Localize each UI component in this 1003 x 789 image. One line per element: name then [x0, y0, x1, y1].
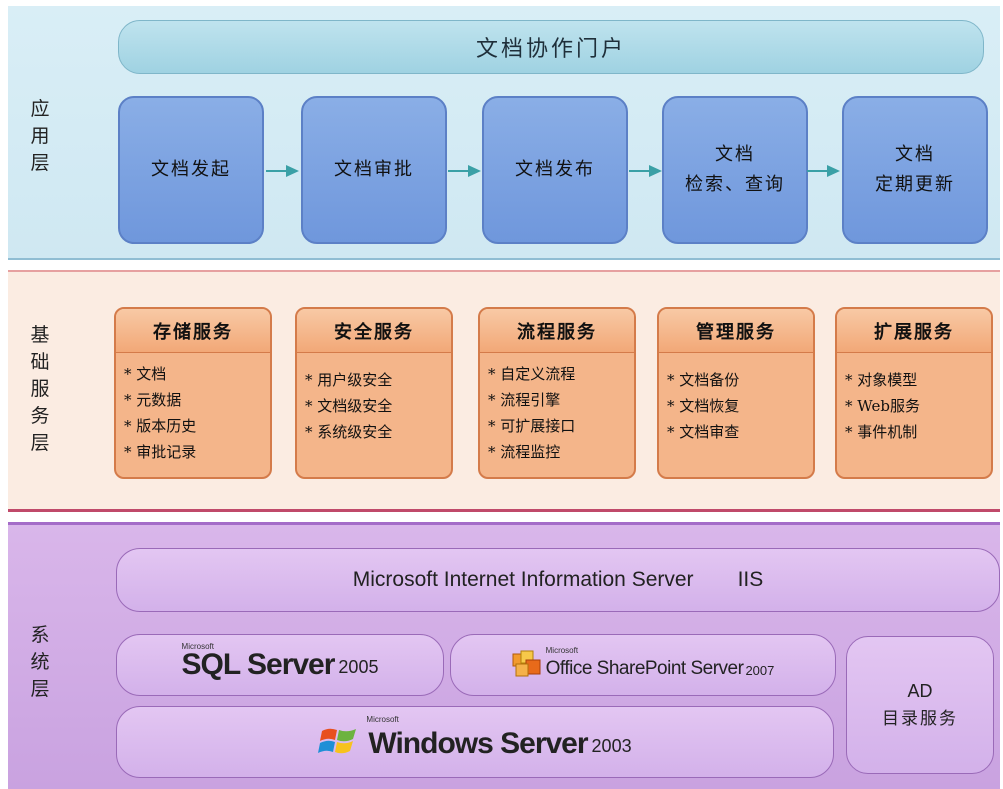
windows-server: Microsoft Windows Server 2003	[116, 706, 834, 778]
ad-directory-service: AD 目录服务	[846, 636, 994, 774]
sql-microsoft-tag: Microsoft	[181, 642, 214, 651]
step-update: 文档 定期更新	[842, 96, 988, 244]
management-service: 管理服务 文档备份 文档恢复 文档审查	[657, 307, 815, 479]
list-item: 用户级安全	[305, 367, 445, 393]
iis-server: Microsoft Internet Information Server II…	[116, 548, 1000, 612]
workflow-service: 流程服务 自定义流程 流程引擎 可扩展接口 流程监控	[478, 307, 636, 479]
arrow-3	[629, 165, 665, 177]
service-layer-label: 基 础 服 务 层	[26, 322, 54, 457]
arrow-2	[448, 165, 484, 177]
list-item: 流程监控	[488, 439, 628, 465]
application-layer-label: 应 用 层	[26, 96, 54, 177]
security-service: 安全服务 用户级安全 文档级安全 系统级安全	[295, 307, 453, 479]
sql-server: Microsoft SQL Server 2005	[116, 634, 444, 696]
list-item: 文档级安全	[305, 393, 445, 419]
step-initiate-label: 文档发起	[151, 159, 231, 180]
extension-service-list: 对象模型 Web服务 事件机制	[837, 353, 991, 445]
list-item: 可扩展接口	[488, 413, 628, 439]
sharepoint-version: 2007	[745, 663, 775, 678]
security-service-list: 用户级安全 文档级安全 系统级安全	[297, 353, 451, 445]
storage-service-list: 文档 元数据 版本历史 审批记录	[116, 353, 270, 465]
sql-server-name: SQL Server	[181, 648, 336, 681]
windows-server-logo: Microsoft Windows Server 2003	[318, 715, 632, 761]
security-service-title: 安全服务	[297, 309, 451, 353]
list-item: 版本历史	[124, 413, 264, 439]
windows-server-version: 2003	[591, 736, 632, 756]
sharepoint-microsoft-tag: Microsoft	[545, 646, 579, 655]
step-search-line1: 文档	[715, 144, 755, 165]
step-update-line2: 定期更新	[875, 174, 955, 195]
office-icon	[512, 650, 541, 677]
sharepoint-name: Office SharePoint Server	[545, 658, 744, 679]
list-item: 系统级安全	[305, 419, 445, 445]
step-publish-label: 文档发布	[515, 159, 595, 180]
list-item: 审批记录	[124, 439, 264, 465]
ad-subtitle: 目录服务	[882, 709, 958, 729]
arrow-1	[266, 165, 302, 177]
workflow-service-title: 流程服务	[480, 309, 634, 353]
step-search-line2: 检索、查询	[685, 174, 785, 195]
step-search: 文档 检索、查询	[662, 96, 808, 244]
sql-server-logo: Microsoft SQL Server 2005	[181, 642, 379, 682]
windows-server-name: Windows Server	[368, 727, 588, 760]
storage-service-title: 存储服务	[116, 309, 270, 353]
management-service-list: 文档备份 文档恢复 文档审查	[659, 353, 813, 445]
sql-server-version: 2005	[338, 657, 379, 677]
arrow-4	[807, 165, 843, 177]
list-item: 元数据	[124, 387, 264, 413]
step-approve: 文档审批	[301, 96, 447, 244]
iis-name: Microsoft Internet Information Server	[352, 568, 694, 591]
list-item: 流程引擎	[488, 387, 628, 413]
portal-title: 文档协作门户	[475, 37, 626, 62]
list-item: 文档审查	[667, 419, 807, 445]
step-initiate: 文档发起	[118, 96, 264, 244]
list-item: 对象模型	[845, 367, 985, 393]
step-approve-label: 文档审批	[334, 159, 414, 180]
storage-service: 存储服务 文档 元数据 版本历史 审批记录	[114, 307, 272, 479]
document-portal: 文档协作门户	[118, 20, 984, 74]
system-layer-label: 系 统 层	[26, 622, 54, 703]
list-item: 文档备份	[667, 367, 807, 393]
system-layer-label-text: 系 统 层	[30, 624, 50, 700]
iis-abbr: IIS	[737, 568, 764, 591]
sharepoint-logo: Microsoft Office SharePoint Server 2007	[512, 646, 775, 680]
step-publish: 文档发布	[482, 96, 628, 244]
windows-microsoft-tag: Microsoft	[366, 715, 399, 724]
step-update-line1: 文档	[895, 144, 935, 165]
list-item: Web服务	[845, 393, 985, 419]
windows-flag-icon	[318, 728, 357, 754]
list-item: 文档	[124, 361, 264, 387]
management-service-title: 管理服务	[659, 309, 813, 353]
application-layer-label-text: 应 用 层	[30, 98, 50, 174]
extension-service-title: 扩展服务	[837, 309, 991, 353]
service-layer-label-text: 基 础 服 务 层	[30, 324, 50, 454]
extension-service: 扩展服务 对象模型 Web服务 事件机制	[835, 307, 993, 479]
list-item: 自定义流程	[488, 361, 628, 387]
workflow-service-list: 自定义流程 流程引擎 可扩展接口 流程监控	[480, 353, 634, 465]
ad-title: AD	[907, 681, 933, 701]
list-item: 文档恢复	[667, 393, 807, 419]
list-item: 事件机制	[845, 419, 985, 445]
sharepoint-server: Microsoft Office SharePoint Server 2007	[450, 634, 836, 696]
